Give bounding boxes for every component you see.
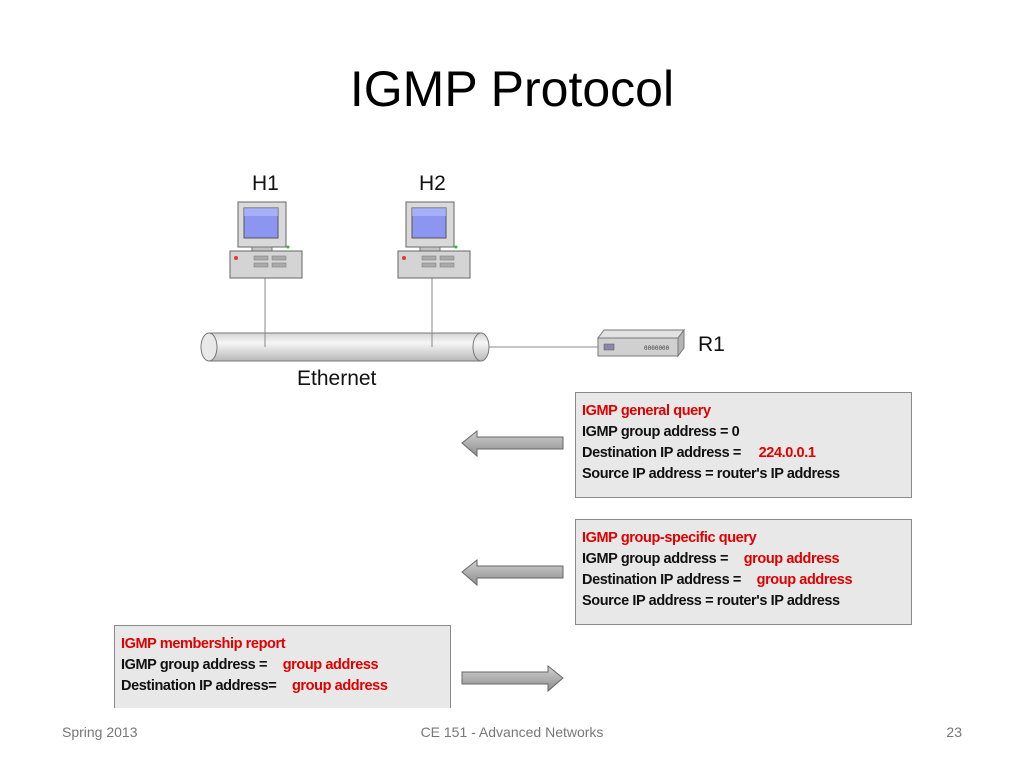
group-specific-query-title: IGMP group-specific query [582,530,757,546]
slide-title: IGMP Protocol [349,61,675,117]
ethernet-label: Ethernet [297,367,377,390]
host-h2-label: H2 [419,172,446,195]
page-number: 23 [946,724,962,740]
group-specific-query-dest-label: Destination IP address = [582,572,741,588]
membership-report-group-line: IGMP group address = group address [121,655,444,676]
h1-computer-icon [229,201,303,279]
general-query-box: IGMP general query IGMP group address = … [575,392,912,498]
general-query-group-line: IGMP group address = 0 [582,424,740,440]
group-specific-query-group-value: group address [743,551,840,567]
arrow-right-membership-report [461,664,564,693]
general-query-source-line: Source IP address = router's IP address [582,466,840,482]
router-r1-label: R1 [698,333,725,356]
host-h1-label: H1 [252,172,279,195]
group-specific-query-source-line: Source IP address = router's IP address [582,593,840,609]
group-specific-query-group-label: IGMP group address = [582,551,729,567]
general-query-title: IGMP general query [582,403,711,419]
group-specific-query-dest-value: group address [756,572,853,588]
general-query-dest-value: 224.0.0.1 [758,445,816,461]
general-query-dest-label: Destination IP address = [582,445,741,461]
group-specific-query-group-line: IGMP group address = group address [582,549,905,570]
footer-date: Spring 2013 [62,724,138,740]
membership-report-dest-value: group address [291,678,388,694]
ethernet-cable [200,332,490,362]
membership-report-dest-line: Destination IP address= group address [121,676,444,697]
group-specific-query-box: IGMP group-specific query IGMP group add… [575,519,912,625]
membership-report-dest-label: Destination IP address= [121,678,277,694]
group-specific-query-dest-line: Destination IP address = group address [582,570,905,591]
membership-report-box: IGMP membership report IGMP group addres… [114,625,451,708]
membership-report-title: IGMP membership report [121,636,286,652]
footer-course: CE 151 - Advanced Networks [420,724,604,740]
h2-computer-icon [397,201,471,279]
router-panel-text: 0000000 [644,345,670,352]
router-icon: 0000000 [597,328,685,358]
general-query-dest-line: Destination IP address = 224.0.0.1 [582,443,905,464]
arrow-left-general-query [461,429,564,458]
membership-report-group-value: group address [282,657,379,673]
arrow-left-group-specific-query [461,558,564,587]
membership-report-group-label: IGMP group address = [121,657,268,673]
